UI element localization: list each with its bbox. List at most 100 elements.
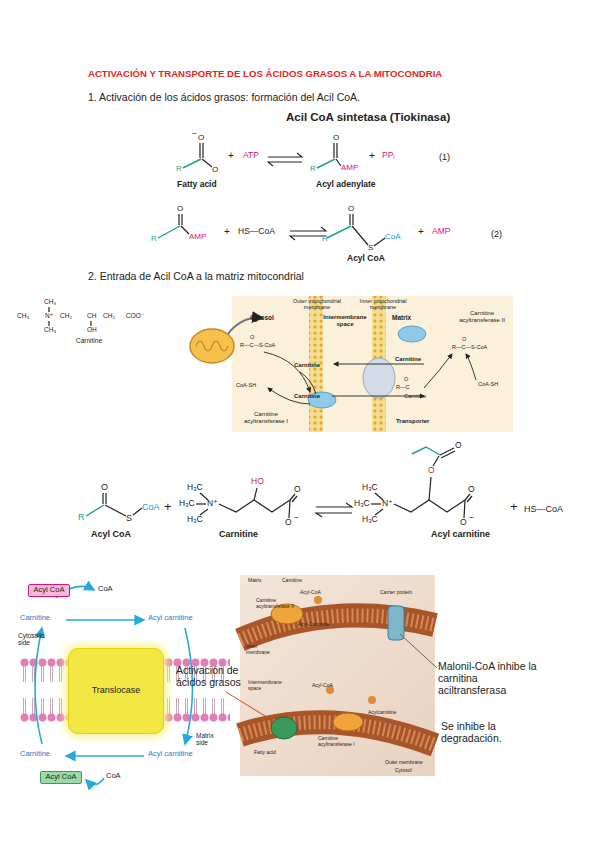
label-text: Carnitine xyxy=(20,614,50,623)
label-text: Carrier protein xyxy=(380,590,412,596)
chemical-bond xyxy=(374,238,385,246)
label-text: CoA xyxy=(106,772,121,781)
membrane-illustration xyxy=(314,596,322,604)
label-text: Carnitine acyltransferase I xyxy=(236,411,296,425)
chemical-bond xyxy=(90,321,91,326)
label-text: Carnitine xyxy=(20,750,50,759)
chemical-bond xyxy=(375,493,383,500)
label-text: + xyxy=(510,500,518,515)
label-text: CH₂ xyxy=(60,312,72,319)
label-text: + xyxy=(224,226,230,238)
node-text: Acyl CoA xyxy=(34,586,65,594)
leader-line xyxy=(226,634,437,724)
chemical-bond xyxy=(467,496,472,502)
label-text: H₃C xyxy=(362,483,378,493)
label-text: Intermembrane space xyxy=(248,680,288,692)
membrane-illustration xyxy=(240,575,435,776)
chemical-bond xyxy=(336,159,341,166)
mitochondria-figure xyxy=(196,341,228,351)
label-text: Activación de ácidos grasos xyxy=(176,664,271,688)
label-text: O xyxy=(460,518,467,528)
label-text: 1. Activación de los ácidos grasos: form… xyxy=(88,91,360,103)
page-title: ACTIVACIÓN Y TRANSPORTE DE LOS ÁCIDOS GR… xyxy=(88,68,442,79)
label-text: OH xyxy=(87,326,97,333)
equilibrium-arrow xyxy=(290,236,326,240)
chemical-bond xyxy=(394,500,465,512)
label-text: − xyxy=(294,513,299,523)
label-text: Acyl carnitine xyxy=(148,750,193,759)
label-text: Acylcarnitine xyxy=(368,710,396,716)
label-text: O xyxy=(101,482,108,492)
label-text: N⁺ xyxy=(382,499,393,509)
chemical-bond xyxy=(464,500,465,518)
label-text: HS—CoA xyxy=(238,227,275,237)
leader-line xyxy=(226,692,278,724)
label-text: Acyl-CoA xyxy=(300,590,321,596)
chemical-bond xyxy=(178,214,179,225)
label-text: + xyxy=(369,150,375,162)
label-text: Acyl CoA xyxy=(91,529,131,539)
label-text: N⁺ xyxy=(45,312,53,319)
label-text: CoA-SH xyxy=(236,382,256,388)
membrane-illustration xyxy=(271,717,297,739)
mitochondria-figure xyxy=(185,296,513,432)
translocase-figure xyxy=(66,755,144,757)
label-text: R—C xyxy=(396,384,409,390)
label-text: O xyxy=(198,133,204,142)
label-text: R—C—S-CoA xyxy=(452,344,487,350)
mitochondria-figure xyxy=(398,326,426,342)
label-text: CH xyxy=(87,312,96,319)
label-text: CoA-SH xyxy=(478,381,498,387)
label-text: CH₂ xyxy=(103,312,115,319)
node-text: Acyl CoA xyxy=(46,773,77,781)
acyl-chain xyxy=(158,226,180,238)
label-text: S xyxy=(126,513,132,523)
label-text: R xyxy=(176,164,182,173)
chemical-bond xyxy=(48,321,49,326)
mitochondria-figure xyxy=(424,354,452,388)
label-text: Inner mitochondrial membrane xyxy=(355,298,411,311)
label-text: H₃C xyxy=(354,499,370,509)
equilibrium-arrow xyxy=(290,227,326,231)
label-text: + xyxy=(418,226,424,238)
label-text: Fatty acid xyxy=(177,180,217,190)
label-text: R xyxy=(322,234,328,243)
mitochondria-figure xyxy=(264,352,310,392)
label-text: Outer membrane xyxy=(385,760,423,766)
label-text: Acyl CoA xyxy=(347,254,385,264)
label-text: R xyxy=(78,512,85,522)
mitochondria-figure xyxy=(300,372,316,394)
label-text: H₃C xyxy=(187,515,203,525)
label-text: Se inhibe la degradación. xyxy=(441,720,523,744)
label-text: Cytosol xyxy=(250,314,274,321)
chemical-bond xyxy=(333,143,334,158)
label-text: HO xyxy=(251,477,264,487)
chemical-bond xyxy=(102,493,103,504)
label-text: R xyxy=(310,164,316,173)
chemical-bond xyxy=(336,143,337,158)
label-text: AMP xyxy=(432,227,450,237)
label-text: 2. Entrada de Acil CoA a la matriz mitoc… xyxy=(88,270,304,282)
label-text: N⁺ xyxy=(207,499,218,509)
label-text: O xyxy=(250,334,254,340)
label-text: Carnitine acyltransferase II xyxy=(256,598,296,610)
translocase-figure xyxy=(86,778,104,785)
label-text: CoA xyxy=(385,232,401,241)
label-text: CH₃ xyxy=(44,298,56,305)
acyl-chain xyxy=(317,159,335,168)
label-text: O xyxy=(404,376,408,382)
label-text: H₃C xyxy=(179,499,195,509)
chemical-bond xyxy=(48,307,49,312)
label-text: Acyl-CoA xyxy=(312,683,333,689)
chemical-bond xyxy=(105,505,126,516)
label-text: Acil CoA sintetasa (Tiokinasa) xyxy=(286,111,450,124)
label-text: O xyxy=(294,485,301,495)
membrane-illustration xyxy=(333,713,363,731)
label-text: O xyxy=(333,133,339,142)
label-text: O xyxy=(462,336,466,342)
equilibrium-arrow xyxy=(268,162,302,166)
membrane-illustration xyxy=(240,615,435,640)
label-text: O xyxy=(212,165,218,174)
chemical-bond xyxy=(202,159,212,167)
mitochondria-figure xyxy=(334,364,424,365)
